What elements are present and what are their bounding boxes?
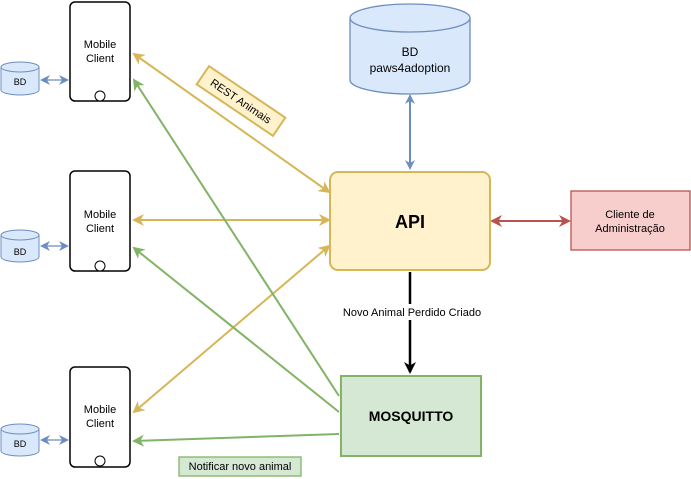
edge-mosquitto-mobile2: [132, 246, 340, 413]
local-database-2: BD: [0, 229, 40, 263]
edge-api-mobile1: [132, 52, 331, 194]
mobile-client-3-line2: Client: [86, 418, 114, 430]
mobile-client-2-line2: Client: [86, 223, 114, 235]
mobile-client-2-line1: Mobile: [84, 209, 116, 221]
edge-mosquitto-mobile3: [132, 433, 340, 447]
admin-client-label-line2: Administração: [595, 223, 665, 235]
home-button-icon: [94, 455, 106, 467]
local-database-3: BD: [0, 423, 40, 457]
notify-new-animal-text: Notificar novo animal: [189, 461, 292, 473]
mobile-client-1: Mobile Client: [69, 1, 131, 102]
database-label-line2: paws4adoption: [370, 61, 451, 75]
mobile-client-1-line2: Client: [86, 53, 114, 65]
database-label-line1: BD: [402, 45, 419, 59]
rest-animais-label: REST Animais: [195, 64, 287, 138]
home-button-icon: [94, 90, 106, 102]
edge-mosquitto-mobile1: [132, 78, 340, 397]
new-lost-animal-text: Novo Animal Perdido Criado: [343, 307, 481, 319]
mobile-client-3: Mobile Client: [69, 366, 131, 468]
mobile-client-2: Mobile Client: [69, 170, 131, 272]
local-database-3-label: BD: [14, 439, 27, 449]
mosquitto-label: MOSQUITTO: [369, 408, 454, 424]
edge-api-mobile3: [132, 244, 331, 414]
api-node: API: [329, 171, 491, 271]
local-database-1: BD: [0, 61, 40, 96]
mobile-client-1-line1: Mobile: [84, 39, 116, 51]
admin-client-label-line1: Cliente de: [605, 209, 655, 221]
mobile-client-3-line1: Mobile: [84, 404, 116, 416]
mosquitto-node: MOSQUITTO: [340, 375, 482, 457]
notify-new-animal-label: Notificar novo animal: [178, 456, 302, 477]
admin-client-node: Cliente de Administração: [570, 190, 691, 251]
api-label: API: [395, 212, 425, 232]
new-lost-animal-label: Novo Animal Perdido Criado: [334, 304, 490, 320]
local-database-2-label: BD: [14, 247, 27, 257]
database-paws4adoption: BD paws4adoption: [349, 3, 471, 95]
home-button-icon: [94, 260, 106, 272]
local-database-1-label: BD: [14, 77, 27, 87]
